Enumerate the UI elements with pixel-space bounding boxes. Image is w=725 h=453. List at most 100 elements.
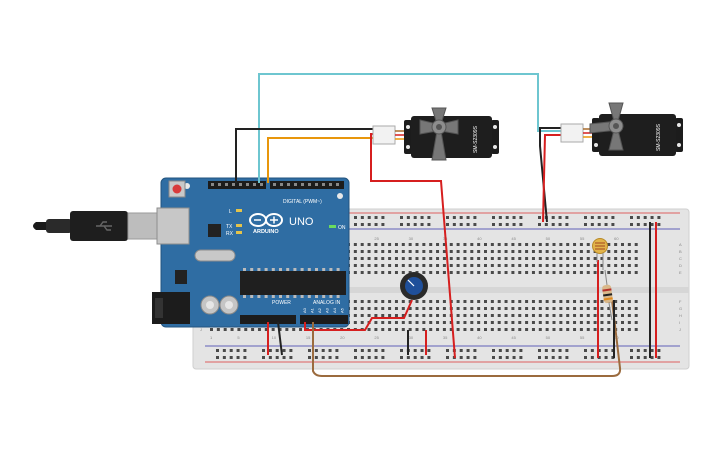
arduino-model: UNO [289, 216, 314, 228]
rail-hole [538, 216, 541, 219]
wire-cyan-servo2-signal[interactable] [258, 73, 562, 183]
breadboard-hole [600, 300, 604, 303]
header-pin [260, 183, 263, 186]
arduino-logo-icon [249, 213, 283, 227]
breadboard-hole [456, 257, 460, 260]
breadboard-hole [607, 250, 611, 253]
rail-hole [492, 216, 495, 219]
breadboard-hole [422, 300, 426, 303]
rail-hole [314, 356, 318, 359]
breadboard-hole [573, 300, 577, 303]
breadboard-hole [415, 250, 419, 253]
column-number: 50 [546, 335, 551, 340]
breadboard-hole [367, 250, 371, 253]
rail-hole [374, 216, 378, 219]
breadboard-hole [634, 243, 638, 246]
breadboard-hole [538, 250, 542, 253]
wire-orange-servo1-signal[interactable] [267, 137, 374, 183]
rail-hole [452, 223, 456, 226]
breadboard-hole [381, 257, 385, 260]
breadboard-hole [621, 300, 624, 303]
breadboard-hole [264, 328, 268, 331]
breadboard-hole [525, 314, 529, 317]
breadboard-hole [429, 307, 433, 310]
power-header[interactable] [240, 315, 296, 324]
analog-header[interactable] [300, 315, 348, 324]
chip-pin [243, 295, 246, 298]
rail-hole [400, 216, 403, 219]
regulator [175, 270, 187, 284]
breadboard-hole [566, 307, 570, 310]
breadboard-hole [586, 271, 590, 274]
breadboard-hole [401, 300, 405, 303]
chip-pin [315, 268, 318, 271]
rail-hole [657, 356, 661, 359]
servo-ear-hole [677, 123, 681, 127]
servo-1[interactable]: SM-S2309S [372, 107, 499, 161]
breadboard-hole [422, 328, 426, 331]
rail-hole [604, 349, 608, 352]
rail-hole [360, 356, 364, 359]
breadboard-hole [429, 250, 433, 253]
chip-pin [279, 268, 282, 271]
wire-black-gnd[interactable] [277, 321, 283, 356]
rail-hole [597, 356, 601, 359]
column-number: 40 [477, 236, 482, 241]
rail-hole [558, 356, 562, 359]
breadboard-hole [394, 271, 398, 274]
wires[interactable] [235, 73, 657, 377]
rail-hole [630, 356, 633, 359]
breadboard-hole [374, 250, 378, 253]
breadboard-hole [484, 328, 487, 331]
breadboard-hole [401, 314, 405, 317]
column-number: 55 [580, 335, 585, 340]
servo-2[interactable]: SM-S2309S [560, 102, 683, 156]
breadboard-hole [600, 257, 604, 260]
breadboard-hole [388, 328, 392, 331]
breadboard-hole [408, 321, 412, 324]
reset-button[interactable] [172, 184, 182, 194]
wire-red-servo1-power[interactable] [370, 133, 456, 359]
rail-hole [584, 223, 587, 226]
breadboard-hole [614, 264, 618, 267]
breadboard-hole [477, 300, 481, 303]
photoresistor[interactable] [592, 238, 608, 271]
rail-hole [328, 349, 332, 352]
breadboard-hole [559, 264, 563, 267]
breadboard-hole [442, 314, 446, 317]
wire-red-pot-a0[interactable] [304, 299, 413, 331]
rail-hole [413, 216, 417, 219]
breadboard-hole [518, 321, 522, 324]
wire-red-servo2-power[interactable] [542, 134, 562, 223]
breadboard-hole [525, 243, 529, 246]
digital-header[interactable] [208, 181, 344, 189]
breadboard-hole [463, 250, 467, 253]
breadboard-hole [436, 314, 440, 317]
resistor[interactable] [602, 269, 613, 321]
arduino-uno-board[interactable]: L TX RX ON ARDUINO UNO DIGITAL (PWM~) PO… [152, 177, 350, 328]
breadboard-hole [353, 321, 357, 324]
breadboard-hole [415, 328, 419, 331]
breadboard-hole [429, 264, 433, 267]
potentiometer[interactable] [400, 272, 428, 300]
breadboard-hole [559, 328, 563, 331]
breadboard-hole [621, 307, 624, 310]
bottom-rail-holes [216, 349, 661, 359]
breadboard-hole [470, 250, 474, 253]
wire-black-servo1-ground[interactable] [235, 128, 374, 183]
breadboard-hole [408, 300, 412, 303]
usb-cable[interactable] [33, 211, 163, 241]
row-letter: C [679, 256, 682, 261]
rail-hole [643, 349, 647, 352]
row-letter: D [679, 263, 682, 268]
rail-hole [538, 349, 541, 352]
chip-pin [300, 268, 304, 271]
breadboard-hole [559, 321, 563, 324]
breadboard-hole [518, 257, 522, 260]
breadboard-hole [579, 307, 583, 310]
breadboard-hole [484, 300, 487, 303]
breadboard-hole [627, 257, 631, 260]
wire-brown-ldr-a1[interactable] [312, 299, 622, 377]
servo-ear-hole [493, 145, 497, 149]
rail-hole [473, 216, 477, 219]
